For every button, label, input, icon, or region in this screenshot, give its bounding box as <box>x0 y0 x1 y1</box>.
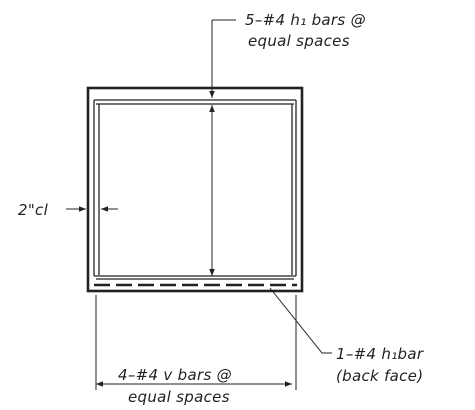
bottom-note-line2: equal spaces <box>128 388 230 406</box>
top-note-line2: equal spaces <box>248 32 350 50</box>
top-note-line1: 5–#4 h₁ bars @ <box>245 11 366 29</box>
back-face-leader <box>269 287 332 354</box>
concrete-section-outline <box>86 86 304 293</box>
v-bars-dimension <box>95 295 297 390</box>
cover-note: 2"cl <box>18 201 49 219</box>
h-bars-leader <box>209 19 236 276</box>
bottom-note-line1: 4–#4 v bars @ <box>118 366 232 384</box>
rebar-ties <box>93 99 297 280</box>
right-note-line1: 1–#4 h₁bar <box>336 345 424 363</box>
right-note-line2: (back face) <box>336 367 423 385</box>
